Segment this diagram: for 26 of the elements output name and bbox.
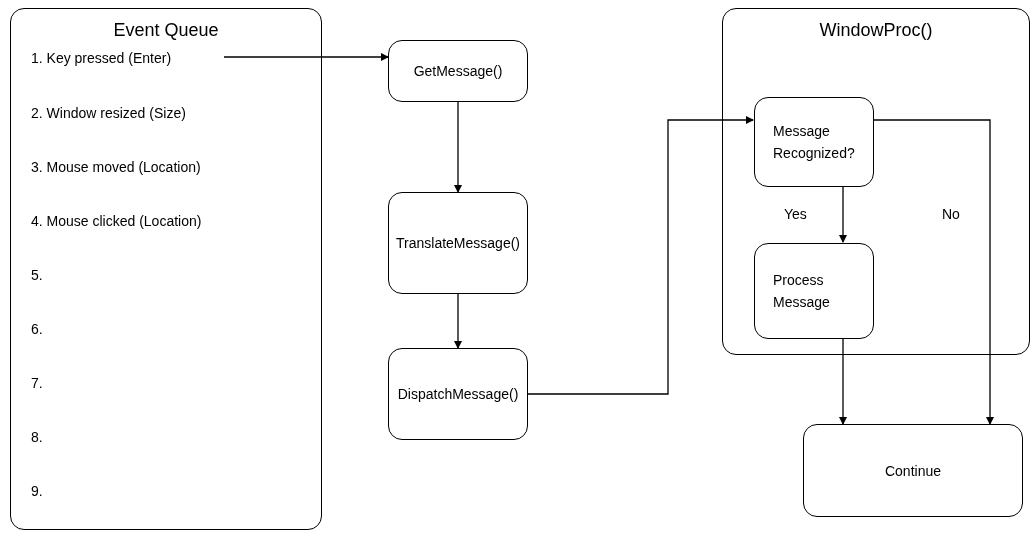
queue-item: 2. Window resized (Size) [31,104,186,123]
arrow [454,293,462,349]
process-box: TranslateMessage() [388,192,528,294]
arrow [839,185,847,243]
arrow [223,53,389,61]
queue-item: 4. Mouse clicked (Location) [31,212,202,231]
container-box [722,8,1030,355]
process-box: GetMessage() [388,40,528,102]
queue-item: 6. [31,320,43,339]
process-box: DispatchMessage() [388,348,528,440]
arrow [839,337,847,425]
process-box: Process Message [754,243,874,339]
container-title: WindowProc() [818,19,934,42]
queue-item: 8. [31,428,43,447]
queue-item: 7. [31,374,43,393]
process-box: Continue [803,424,1023,517]
arrow [454,101,462,193]
process-box: Message Recognized? [754,97,874,187]
container-title: Event Queue [112,19,220,42]
queue-item: 5. [31,266,43,285]
arrow [527,116,754,395]
arrow [872,119,994,425]
queue-item: 1. Key pressed (Enter) [31,47,221,69]
queue-item: 3. Mouse moved (Location) [31,158,201,177]
container-box [10,8,322,530]
queue-item: 9. [31,482,43,501]
